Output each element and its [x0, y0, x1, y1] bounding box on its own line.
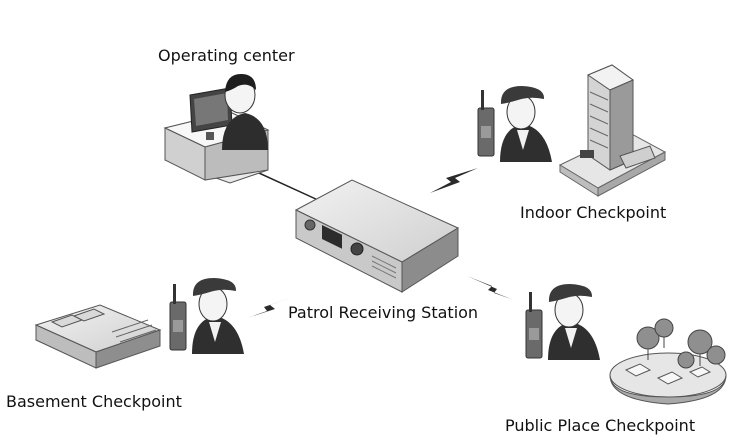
radio-charger-dock-icon	[34, 304, 162, 369]
indoor-checkpoint-label: Indoor Checkpoint	[520, 203, 667, 222]
operating-center-label: Operating center	[158, 46, 295, 65]
basement-checkpoint-label: Basement Checkpoint	[6, 392, 182, 411]
security-guard-with-radio-icon	[477, 86, 552, 162]
office-building-icon	[558, 64, 667, 197]
security-guard-with-radio-icon	[169, 278, 244, 354]
security-guard-with-radio-icon	[525, 284, 600, 360]
wireless-signal-bolt-icon	[467, 276, 514, 300]
patrol-receiving-station-label: Patrol Receiving Station	[288, 303, 479, 322]
operator-at-desk-icon	[163, 74, 270, 184]
public-place-checkpoint-label: Public Place Checkpoint	[505, 416, 696, 435]
receiving-station-device-icon	[294, 179, 460, 293]
park-with-trees-icon	[609, 318, 727, 405]
wireless-signal-bolt-icon	[247, 297, 293, 318]
wireless-signal-bolt-icon	[430, 168, 478, 193]
